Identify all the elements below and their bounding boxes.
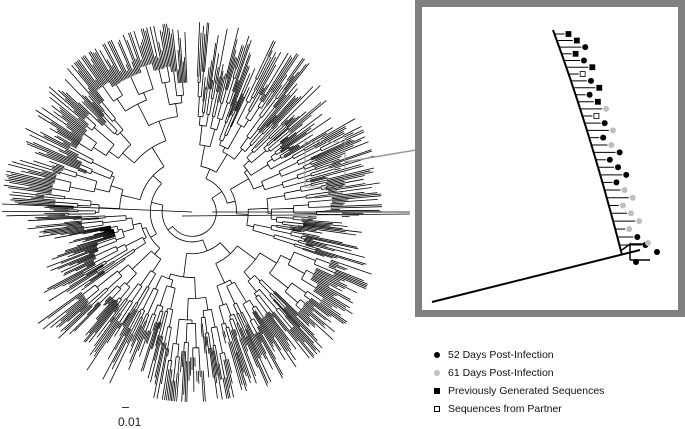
day-61-marker <box>636 218 643 225</box>
inset-zoomed-clade <box>431 29 660 303</box>
previous-sequence-marker <box>589 64 596 71</box>
partner-sequence-marker <box>593 113 600 119</box>
day-52-marker <box>613 179 620 186</box>
highlight-box <box>304 141 346 188</box>
partner-sequence-marker <box>579 71 586 77</box>
scale-bar-line <box>122 407 129 408</box>
day-52-marker <box>582 44 589 51</box>
day-52-marker <box>633 259 639 265</box>
day-61-marker <box>603 105 610 112</box>
grey-circle-icon <box>432 370 442 376</box>
day-61-marker <box>627 210 634 217</box>
day-61-marker <box>619 202 626 209</box>
legend-item-partner-sequences: Sequences from Partner <box>432 400 682 418</box>
previous-sequence-marker <box>594 98 601 105</box>
legend-item-61-days: 61 Days Post-Infection <box>432 364 682 382</box>
inset-root-branch <box>431 249 641 303</box>
legend-label: 52 Days Post-Infection <box>448 349 554 361</box>
open-square-icon <box>432 406 442 412</box>
day-61-marker <box>608 141 615 148</box>
inset-clade-backbone <box>552 29 623 256</box>
legend-item-previous-sequences: Previously Generated Sequences <box>432 382 682 400</box>
day-61-marker <box>626 226 633 233</box>
tree-branches <box>1 22 383 402</box>
inset-panel-frame <box>415 0 685 317</box>
legend-item-52-days: 52 Days Post-Infection <box>432 346 682 364</box>
previous-sequence-marker <box>572 50 579 57</box>
day-52-marker <box>586 91 593 98</box>
legend: 52 Days Post-Infection 61 Days Post-Infe… <box>432 346 682 418</box>
day-61-marker <box>621 187 628 194</box>
previous-sequence-marker <box>573 37 580 44</box>
day-52-marker <box>615 164 622 171</box>
day-61-marker <box>645 240 651 246</box>
day-52-marker <box>580 57 587 64</box>
circular-phylogenetic-tree <box>1 22 411 402</box>
day-52-marker <box>601 120 608 127</box>
day-52-marker <box>634 234 641 241</box>
day-52-marker <box>606 156 613 163</box>
day-52-marker <box>600 134 607 141</box>
black-circle-icon <box>432 352 442 358</box>
legend-label: Sequences from Partner <box>448 403 562 415</box>
day-52-marker <box>623 171 630 178</box>
long-branch <box>181 213 411 217</box>
long-branch <box>1 203 193 213</box>
day-52-marker <box>654 249 660 255</box>
scale-bar-label: 0.01 <box>118 415 142 429</box>
day-52-marker <box>616 149 623 156</box>
legend-label: Previously Generated Sequences <box>448 385 605 397</box>
day-52-marker <box>587 77 594 84</box>
legend-label: 61 Days Post-Infection <box>448 367 554 379</box>
day-61-marker <box>609 127 616 134</box>
day-61-marker <box>629 194 636 201</box>
scale-bar: 0.01 <box>118 404 158 429</box>
previous-sequence-marker <box>565 31 572 37</box>
black-square-icon <box>432 388 442 394</box>
zoom-connector-line <box>344 149 417 163</box>
previous-sequence-marker <box>596 84 603 91</box>
